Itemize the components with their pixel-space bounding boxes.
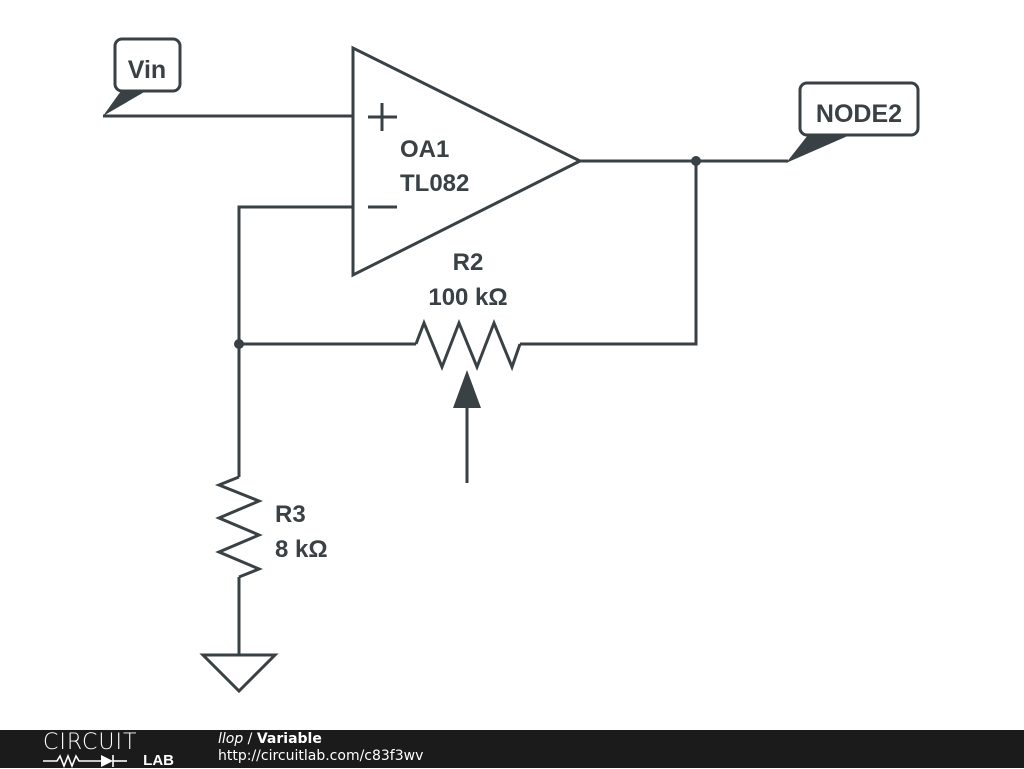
footer-bar: CIRCUIT LAB llop / Variable http://circu… (0, 730, 1024, 768)
r2-wiper-arrow-icon (453, 370, 481, 408)
circuit-meta: llop / Variable http://circuitlab.com/c8… (218, 731, 423, 765)
logo-text-lab: LAB (143, 752, 174, 769)
ground-icon (199, 653, 279, 694)
circuit-url[interactable]: http://circuitlab.com/c83f3wv (218, 748, 424, 764)
opamp-name: OA1 (400, 136, 449, 163)
r2-value: 100 kΩ (428, 284, 507, 311)
logo-text-circuit: CIRCUIT (43, 730, 138, 755)
r3-value: 8 kΩ (275, 536, 328, 563)
wire-inverting-input (237, 205, 353, 477)
opamp-oa1-symbol[interactable] (351, 45, 584, 278)
node2-label-box[interactable] (798, 81, 920, 137)
r2-name: R2 (453, 249, 484, 276)
logo-bottom-row: LAB (43, 752, 178, 768)
node2-label-pointer (786, 135, 850, 163)
circuit-title[interactable]: Variable (256, 731, 322, 747)
meta-separator: / (243, 731, 257, 747)
opamp-part: TL082 (400, 170, 469, 197)
junction-inverting (234, 339, 244, 349)
circuitlab-logo[interactable]: CIRCUIT LAB (43, 732, 178, 768)
junction-output (691, 156, 701, 166)
vin-label: Vin (128, 56, 166, 84)
vin-label-pointer (103, 91, 146, 116)
wire-feedback-right (520, 161, 698, 346)
r3-name: R3 (275, 501, 306, 528)
vin-label-box[interactable] (113, 37, 182, 93)
resistor-r2-zigzag[interactable] (414, 318, 522, 372)
logo-resistor-diode-icon (43, 753, 127, 768)
author-link[interactable]: llop (218, 731, 244, 747)
node2-label: NODE2 (816, 100, 902, 128)
schematic-canvas: Vin NODE2 OA1 TL082 R2 100 kΩ R3 8 kΩ (103, 37, 920, 694)
resistor-r3-zigzag[interactable] (214, 475, 263, 579)
